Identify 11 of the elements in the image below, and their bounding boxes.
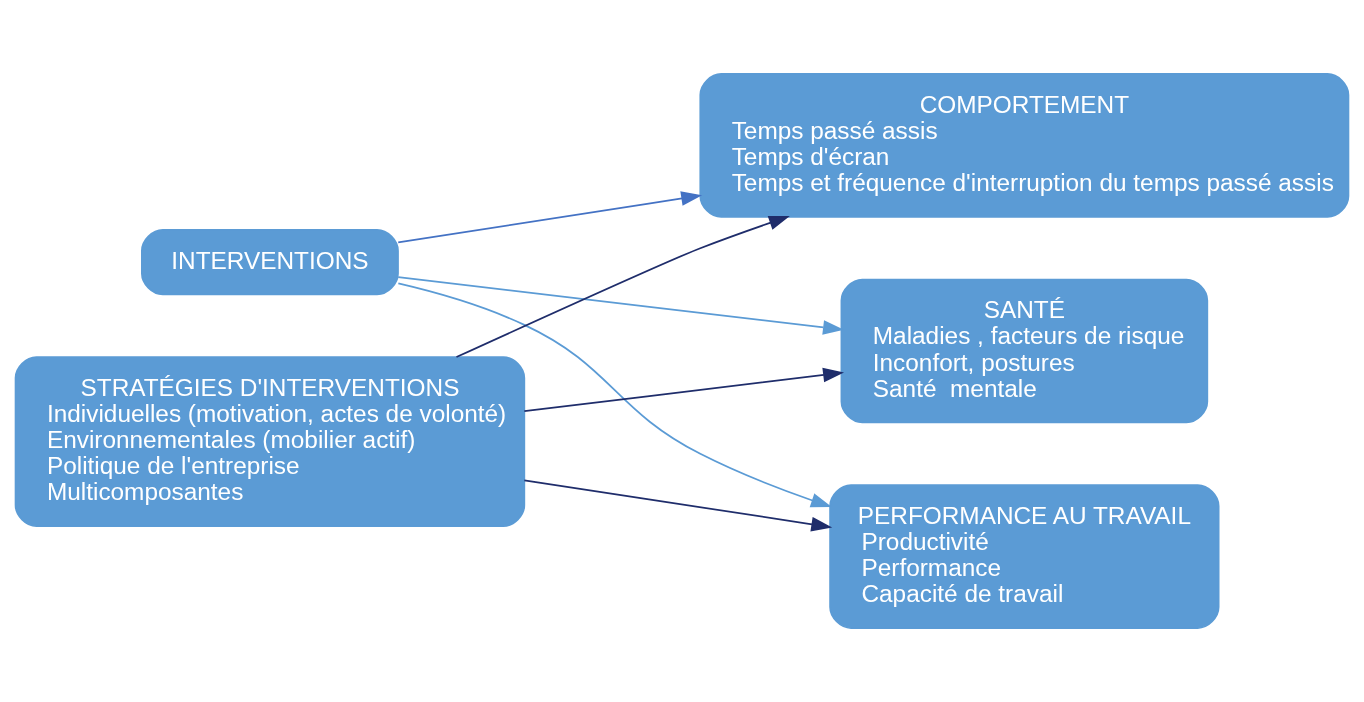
- arrow: [397, 276, 844, 335]
- arrow: [397, 282, 832, 508]
- node-box: PERFORMANCE AU TRAVAIL Productivité Performance Capacité de travail: [829, 484, 1220, 629]
- node-box: COMPORTEMENT Temps passé assis Temps d'écran Temps et fréquence d'interruption du temps passé assis: [699, 73, 1350, 218]
- node-box: STRATÉGIES D'INTERVENTIONS Individuelles (motivation, actes de volonté) Environnementales (mobilier actif) Politique de l'entreprise Multicomposantes: [14, 356, 526, 527]
- arrow: [455, 215, 790, 358]
- node-box: INTERVENTIONS: [141, 229, 399, 296]
- node-box: SANTÉ Maladies , facteurs de risque Inconfort, postures Santé mentale: [840, 278, 1209, 424]
- arrow: [523, 367, 845, 412]
- arrow: [397, 191, 703, 244]
- arrow: [523, 479, 833, 532]
